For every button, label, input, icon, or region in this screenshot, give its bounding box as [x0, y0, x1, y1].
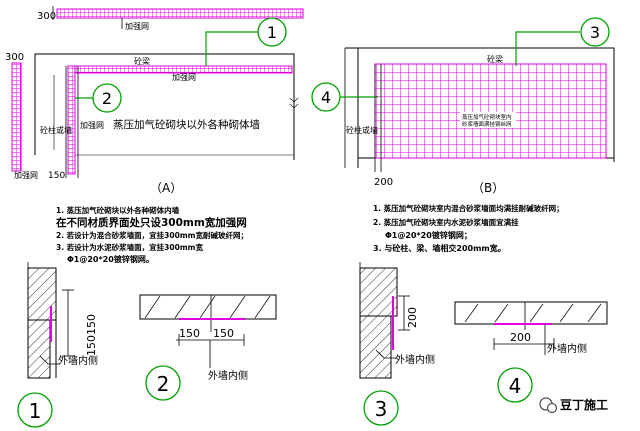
detail-1: 150150 外墙内侧 1	[17, 262, 98, 428]
full-mesh-area	[374, 63, 607, 159]
svg-text:3: 3	[590, 23, 600, 42]
callout-3	[580, 17, 610, 47]
detail-1-label: 外墙内侧	[58, 354, 98, 367]
column-mesh-strip	[67, 65, 76, 175]
label-wall-a: 蒸压加气砼砌块以外各种砌体墙	[113, 118, 260, 131]
mesh-text-1: 蒸压加气砼砌块室内	[462, 113, 512, 121]
svg-text:1: 1	[267, 23, 277, 42]
svg-text:3: 3	[375, 397, 388, 421]
diagram-b: 砼梁 砼柱或墙 蒸压加气砼砌块室内 砂浆墙面满挂钢丝网 200 3 4 （B）	[311, 17, 615, 195]
svg-text:4: 4	[321, 88, 331, 107]
note-a-5: Φ1@20*20镀锌钢网。	[67, 254, 154, 264]
detail-2-dim-left: 150	[179, 327, 200, 340]
note-a-1: 1. 蒸压加气砼砌块以外各种砌体内墙	[56, 205, 180, 215]
detail-4-number	[497, 367, 533, 403]
detail-2-dim-right: 150	[213, 327, 234, 340]
detail-1-dim: 150150	[85, 314, 98, 356]
detail-1-number	[17, 392, 53, 428]
svg-text:4: 4	[509, 374, 522, 398]
detail-3: 200 外墙内侧 3	[359, 262, 435, 426]
dim-bottom-a: 150	[48, 171, 65, 181]
detail-2-number	[145, 365, 181, 401]
label-mesh-right-a: 加强网	[172, 72, 196, 82]
note-b-3: Φ1@20*20镀锌钢网；	[385, 230, 472, 241]
note-a-2: 在不同材质界面处只设300mm宽加强网	[56, 216, 247, 229]
detail-2-label: 外墙内侧	[208, 369, 248, 382]
notes-a: 1. 蒸压加气砼砌块以外各种砌体内墙 在不同材质界面处只设300mm宽加强网 2…	[56, 205, 248, 264]
label-column-a: 砼柱或墙	[40, 125, 72, 135]
wall-a-outline	[34, 53, 295, 160]
svg-text:2: 2	[157, 372, 170, 396]
caption-a: （A）	[150, 181, 182, 195]
detail-2: 150 150 外墙内侧 2	[139, 294, 277, 401]
dim-bottom-b: 200	[374, 177, 393, 188]
callout-1	[257, 17, 287, 47]
svg-text:1: 1	[29, 399, 42, 423]
label-beam-a: 砼梁	[134, 56, 150, 66]
note-b-2: 2. 蒸压加气砼砌块室内水泥砂浆墙面宜满挂	[373, 217, 519, 227]
svg-text:2: 2	[102, 89, 112, 108]
caption-b: （B）	[472, 181, 504, 195]
label-top-mesh: 加强网	[125, 21, 149, 31]
callout-4	[311, 82, 341, 112]
detail-4: 200 外墙内侧 4	[454, 301, 608, 403]
diagram-a: 300 加强网 300 砼梁 加强网 砼柱或墙 加强网 蒸压加气砼砌块以外各种砌…	[5, 6, 304, 195]
watermark: 豆丁施工	[539, 397, 608, 414]
label-beam-b: 砼梁	[487, 54, 503, 64]
detail-3-number	[363, 390, 399, 426]
detail-3-dim: 200	[406, 307, 419, 328]
dim-top: 300	[37, 11, 56, 22]
label-mesh-inner-a: 加强网	[80, 120, 104, 130]
note-b-4: 3. 与砼柱、梁、墙相交200mm宽。	[373, 243, 506, 253]
watermark-text: 豆丁施工	[560, 397, 608, 412]
top-mesh-strip	[56, 8, 304, 19]
label-mesh-bottom-a: 加强网	[14, 170, 38, 180]
dim-left: 300	[5, 52, 24, 63]
beam-mesh-strip	[67, 65, 293, 74]
detail-4-label: 外墙内侧	[547, 342, 587, 355]
notes-b: 1. 蒸压加气砼砌块室内混合砂浆墙面均满挂耐碱玻纤网； 2. 蒸压加气砼砌块室内…	[373, 203, 564, 253]
left-mesh-strip	[11, 62, 22, 172]
detail-3-label: 外墙内侧	[395, 353, 435, 366]
note-a-3: 2. 若设计为混合砂浆墙面，宜挂300mm宽耐碱玻纤网；	[56, 230, 248, 241]
note-b-1: 1. 蒸压加气砼砌块室内混合砂浆墙面均满挂耐碱玻纤网；	[373, 203, 564, 214]
mesh-text-2: 砂浆墙面满挂钢丝网	[462, 120, 512, 128]
label-column-b: 砼柱或墙	[346, 125, 378, 135]
detail-4-dim: 200	[510, 331, 531, 344]
note-a-4: 3. 若设计为水泥砂浆墙面，宜挂300mm宽	[56, 242, 203, 252]
